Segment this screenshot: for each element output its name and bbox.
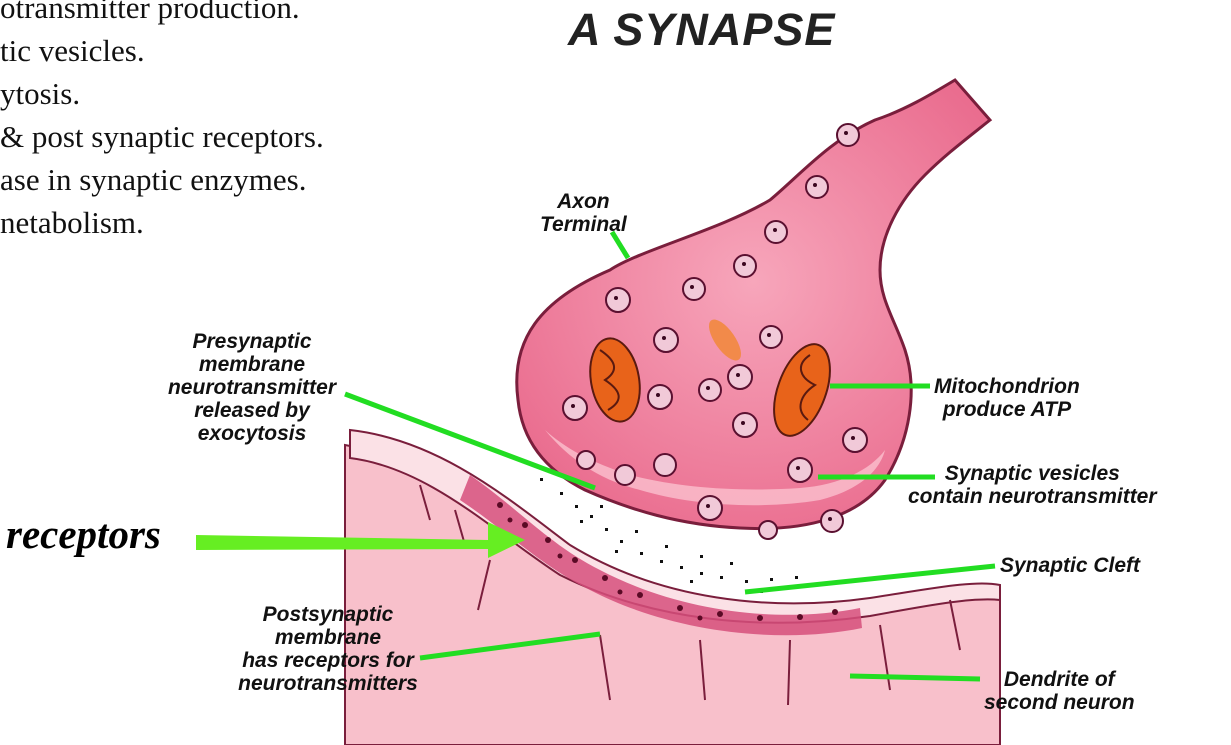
label-receptors: receptors — [6, 510, 161, 558]
label-dendrite: Dendrite of second neuron — [984, 668, 1135, 714]
label-mitochondrion: Mitochondrion produce ATP — [934, 375, 1080, 421]
label-synaptic-vesicles: Synaptic vesicles contain neurotransmitt… — [908, 462, 1157, 508]
label-presynaptic: Presynaptic membrane neurotransmitter re… — [152, 330, 352, 445]
label-axon-terminal: Axon Terminal — [540, 190, 627, 236]
label-synaptic-cleft: Synaptic Cleft — [1000, 554, 1140, 577]
label-postsynaptic: Postsynaptic membrane has receptors for … — [213, 603, 443, 695]
